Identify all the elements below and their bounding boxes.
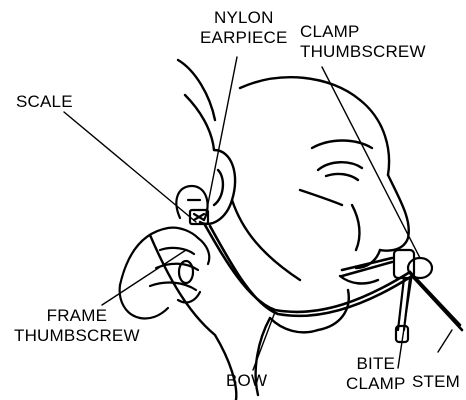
leader-bow: [253, 312, 275, 370]
label-nylon-line2: EARPIECE: [200, 28, 288, 48]
bite-clamp: [394, 250, 432, 342]
label-frame-line1: FRAME: [14, 306, 140, 326]
label-frame-thumbscrew: FRAME THUMBSCREW: [14, 306, 140, 346]
label-bite-clamp: BITE CLAMP: [346, 354, 406, 394]
label-clamp-thumbscrew: CLAMP THUMBSCREW: [300, 22, 426, 62]
label-scale: SCALE: [16, 92, 73, 112]
label-nylon-earpiece: NYLON EARPIECE: [200, 8, 288, 48]
leader-frame-thumbscrew: [102, 250, 186, 305]
label-bow: BOW: [226, 371, 267, 391]
hand-outline: [120, 228, 210, 319]
label-clamp-line1: CLAMP: [300, 22, 426, 42]
label-bite-line2: CLAMP: [346, 374, 406, 394]
label-clamp-line2: THUMBSCREW: [300, 42, 426, 62]
head-outline: [150, 60, 409, 400]
label-bite-line1: BITE: [346, 354, 406, 374]
label-stem: STEM: [412, 372, 460, 392]
leader-stem: [438, 330, 452, 352]
label-nylon-line1: NYLON: [200, 8, 288, 28]
leader-scale: [64, 112, 196, 222]
label-frame-line2: THUMBSCREW: [14, 326, 140, 346]
